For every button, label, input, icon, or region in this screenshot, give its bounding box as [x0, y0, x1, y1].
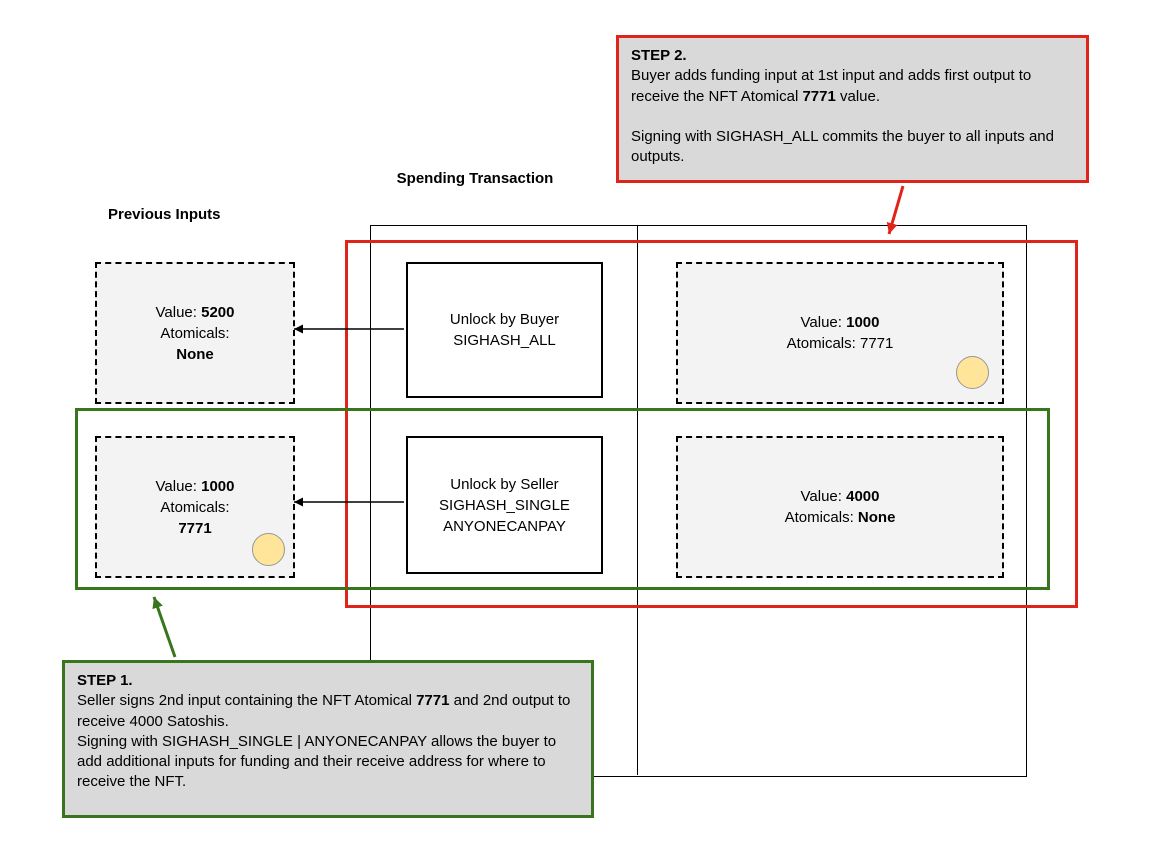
- output-2-atomicals: Atomicals: None: [784, 509, 896, 526]
- step2-title: STEP 2.: [631, 47, 687, 64]
- previous-inputs-title: Previous Inputs: [108, 206, 221, 223]
- previous-input-2-atomicals: 7771: [178, 519, 212, 537]
- step2-callout: STEP 2. Buyer adds funding input at 1st …: [616, 35, 1089, 183]
- unlock-buyer-line1: Unlock by Buyer: [449, 311, 560, 328]
- unlock-seller-line3: ANYONECANPAY: [443, 517, 566, 535]
- transaction-box: [370, 225, 1027, 777]
- output-1-atomicals: Atomicals: 7771: [786, 335, 894, 352]
- step2-paragraph-2: Signing with SIGHASH_ALL commits the buy…: [631, 127, 1054, 165]
- previous-input-2-value: Value: 1000: [155, 477, 235, 495]
- previous-input-1: Value: 5200 Atomicals: None: [95, 262, 295, 404]
- unlock-seller-line1: Unlock by Seller: [450, 475, 559, 493]
- nft-coin-icon: [956, 356, 989, 389]
- arrow-step1-to-highlight: [152, 596, 177, 658]
- unlock-buyer-line2: SIGHASH_ALL: [453, 332, 556, 349]
- step1-title: STEP 1.: [77, 672, 133, 689]
- previous-input-1-atomicals-label: Atomicals:: [160, 324, 230, 342]
- step1-paragraph-1: Seller signs 2nd input containing the NF…: [77, 692, 571, 730]
- output-1: Value: 1000 Atomicals: 7771: [676, 262, 1004, 404]
- step2-blank-line: [631, 107, 1074, 127]
- unlock-seller-box: Unlock by Seller SIGHASH_SINGLE ANYONECA…: [406, 436, 603, 574]
- spending-transaction-title: Spending Transaction: [396, 170, 554, 187]
- output-1-value: Value: 1000: [800, 314, 880, 331]
- transaction-column-divider: [637, 225, 638, 775]
- unlock-buyer-box: Unlock by Buyer SIGHASH_ALL: [406, 262, 603, 398]
- step1-callout: STEP 1. Seller signs 2nd input containin…: [62, 660, 594, 818]
- previous-input-2-atomicals-label: Atomicals:: [160, 498, 230, 516]
- unlock-seller-line2: SIGHASH_SINGLE: [439, 496, 570, 514]
- previous-input-1-value: Value: 5200: [155, 303, 235, 321]
- output-2-value: Value: 4000: [800, 488, 880, 505]
- previous-input-1-atomicals: None: [176, 345, 214, 363]
- step2-paragraph-1: Buyer adds funding input at 1st input an…: [631, 67, 1032, 105]
- output-2: Value: 4000 Atomicals: None: [676, 436, 1004, 578]
- step1-paragraph-2: Signing with SIGHASH_SINGLE | ANYONECANP…: [77, 732, 557, 791]
- nft-coin-icon: [252, 533, 285, 566]
